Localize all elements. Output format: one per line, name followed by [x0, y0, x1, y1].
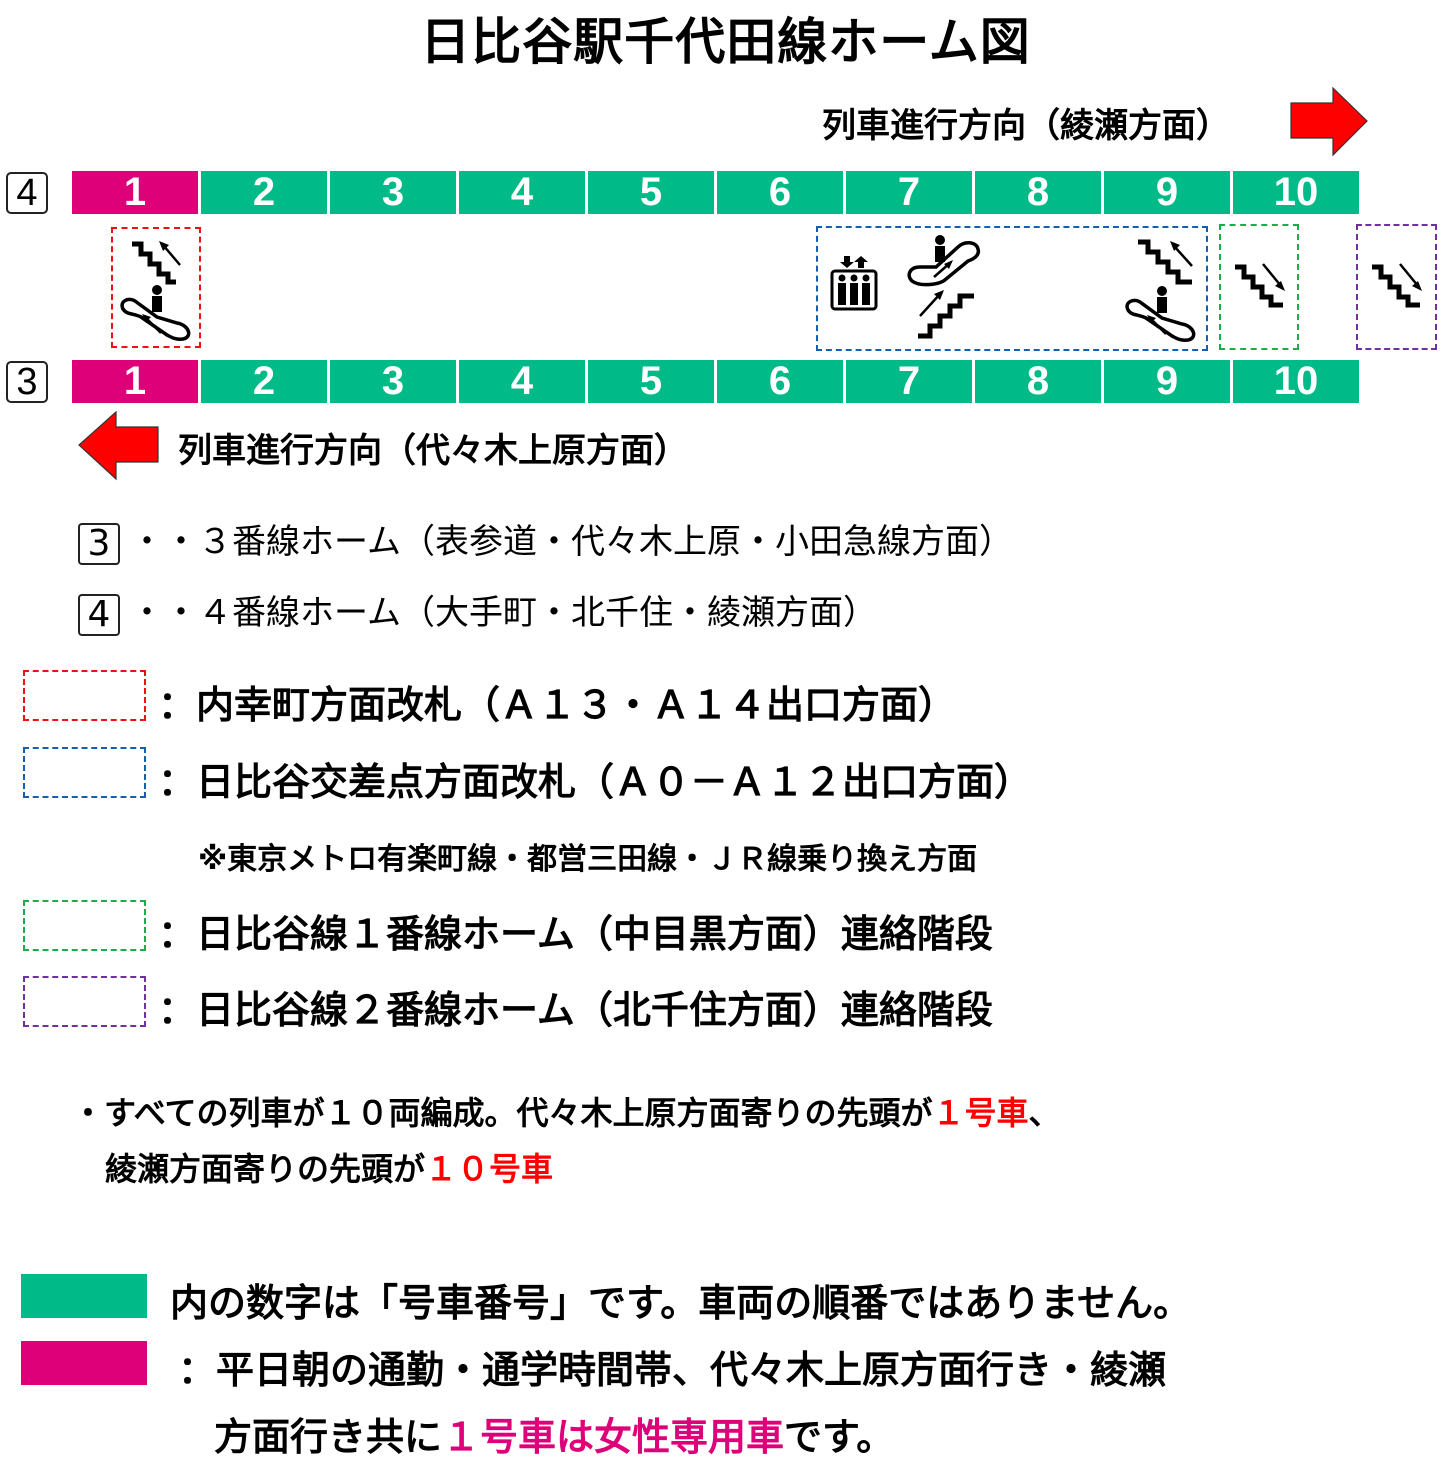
platform4-badge: 4	[78, 593, 120, 636]
car-1-women-only: 1	[72, 359, 198, 403]
car-6: 6	[717, 359, 843, 403]
car-5: 5	[588, 359, 714, 403]
magenta-swatch	[21, 1341, 147, 1385]
platform-legend-text: ・・４番線ホーム（大手町・北千住・綾瀬方面）	[130, 593, 877, 633]
direction-label-platform3: 列車進行方向（代々木上原方面）	[178, 431, 688, 471]
legend-red-box	[23, 670, 146, 721]
platform3-badge: 3	[6, 361, 48, 403]
car-8: 8	[975, 170, 1101, 214]
car-10-highlight: １０号車	[425, 1150, 554, 1188]
escalator-up-icon	[907, 235, 981, 287]
car-number-note: 内の数字は「号車番号」です。車両の順番ではありません。	[170, 1281, 1192, 1325]
car-7: 7	[846, 359, 972, 403]
car-6: 6	[717, 170, 843, 214]
train-platform4: 1 2 3 4 5 6 7 8 9 10	[72, 170, 1359, 214]
hibiya-line-platform1-stairs-box	[1219, 224, 1299, 350]
car-4: 4	[459, 359, 585, 403]
car-7: 7	[846, 170, 972, 214]
legend-blue-text: ：日比谷交差点方面改札（Ａ０－Ａ１２出口方面）	[158, 760, 1033, 804]
women-only-note-line1: ：平日朝の通勤・通学時間帯、代々木上原方面行き・綾瀬	[178, 1348, 1167, 1392]
formation-note-line1: ・すべての列車が１０両編成。代々木上原方面寄りの先頭が１号車、	[72, 1094, 1061, 1132]
uchisaiwaicho-gate-box	[111, 227, 201, 348]
transfer-note: ※東京メトロ有楽町線・都営三田線・ＪＲ線乗り換え方面	[198, 842, 978, 877]
elevator-icon	[830, 256, 878, 311]
platform-legend-3: 3・・３番線ホーム（表参道・代々木上原・小田急線方面）	[78, 514, 1013, 565]
escalator-up-icon	[1125, 286, 1196, 342]
legend-green-box	[23, 900, 146, 951]
legend-blue-box	[23, 747, 146, 798]
right-arrow-icon	[1290, 86, 1368, 157]
hibiya-intersection-gate-box	[816, 226, 1208, 351]
car-8: 8	[975, 359, 1101, 403]
women-only-highlight: １号車は女性専用車	[442, 1415, 785, 1459]
car-9: 9	[1104, 359, 1230, 403]
stairs-down-icon	[1235, 263, 1285, 308]
car-1-women-only: 1	[72, 170, 198, 214]
stairs-up-icon	[918, 290, 974, 339]
stairs-down-icon	[1372, 263, 1422, 308]
direction-label-platform4: 列車進行方向（綾瀬方面）	[822, 106, 1230, 146]
women-only-note-line2: 方面行き共に１号車は女性専用車です。	[214, 1415, 895, 1459]
car-1-highlight: １号車	[932, 1094, 1029, 1132]
legend-purple-box	[23, 976, 146, 1027]
green-swatch	[21, 1274, 147, 1318]
car-3: 3	[330, 170, 456, 214]
platform4-badge: 4	[6, 172, 48, 214]
car-10: 10	[1233, 170, 1359, 214]
legend-purple-text: ：日比谷線２番線ホーム（北千住方面）連絡階段	[158, 988, 993, 1032]
page-title: 日比谷駅千代田線ホーム図	[420, 13, 1031, 71]
car-3: 3	[330, 359, 456, 403]
platform-legend-text: ・・３番線ホーム（表参道・代々木上原・小田急線方面）	[130, 522, 1013, 562]
legend-green-text: ：日比谷線１番線ホーム（中目黒方面）連絡階段	[158, 912, 993, 956]
stairs-up-icon	[1138, 239, 1193, 285]
car-2: 2	[201, 170, 327, 214]
platform3-badge: 3	[78, 522, 120, 565]
car-2: 2	[201, 359, 327, 403]
formation-note-line2: 綾瀬方面寄りの先頭が１０号車	[105, 1150, 554, 1188]
platform-legend-4: 4・・４番線ホーム（大手町・北千住・綾瀬方面）	[78, 585, 877, 636]
hibiya-line-platform2-stairs-box	[1356, 224, 1437, 350]
car-10: 10	[1233, 359, 1359, 403]
train-platform3: 1 2 3 4 5 6 7 8 9 10	[72, 359, 1359, 403]
stairs-up-icon	[132, 241, 181, 285]
car-5: 5	[588, 170, 714, 214]
car-9: 9	[1104, 170, 1230, 214]
left-arrow-icon	[78, 410, 159, 481]
legend-red-text: ：内幸町方面改札（Ａ１３・Ａ１４出口方面）	[158, 683, 957, 727]
car-4: 4	[459, 170, 585, 214]
escalator-up-icon	[120, 285, 191, 341]
